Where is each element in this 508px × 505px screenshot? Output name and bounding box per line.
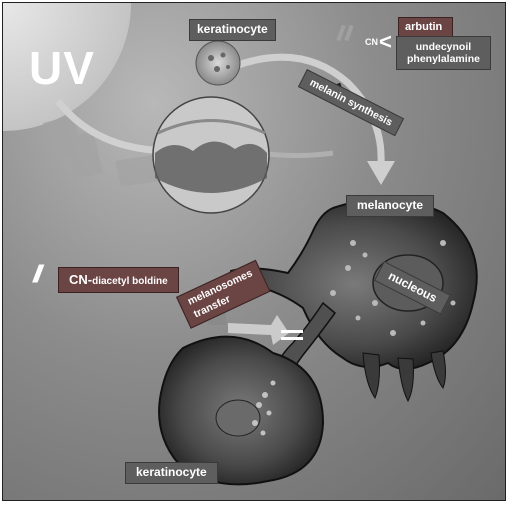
cn-diacetyl-rest: diacetyl boldine [92,276,168,287]
undecynoil-phenylalamine-label: undecynoil phenylalamine [396,36,491,70]
melanocyte-label: melanocyte [346,195,434,217]
inhibitor-marks-top [336,25,353,41]
skin-section-layers [155,141,267,193]
keratinocyte-bottom-nucleus [216,400,260,436]
cn-diacetyl-prefix: CN- [69,272,92,287]
cn-prefix-label: CN [365,37,378,47]
melanin-synthesis-arrowhead [367,161,395,185]
cn-bracket-icon: < [379,29,392,55]
keratinocyte-small-cell [196,41,240,85]
undecynoil-line1: undecynoil [407,41,480,53]
inhibitor-icon: // [33,261,38,289]
arbutin-label: arbutin [398,17,453,38]
undecynoil-line2: phenylalamine [407,53,480,65]
uv-label: UV [29,41,95,95]
keratinocyte-top-label: keratinocyte [189,19,276,41]
melanocyte-drips [363,351,446,401]
keratinocyte-bottom-label: keratinocyte [125,462,218,484]
cn-diacetyl-boldine-label: CN-diacetyl boldine [58,267,179,293]
